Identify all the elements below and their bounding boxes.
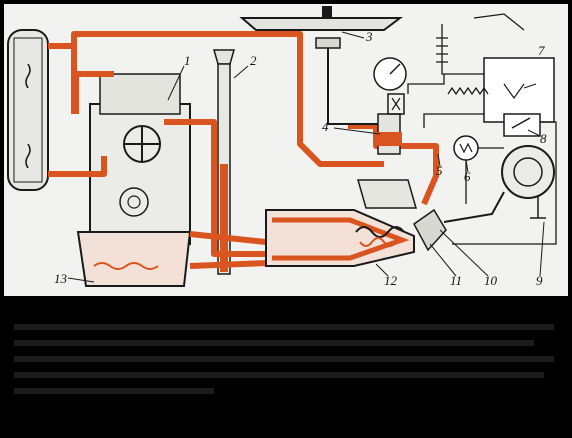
callout-3: 3 — [366, 29, 373, 44]
callout-10: 10 — [484, 273, 497, 288]
callout-4: 4 — [322, 119, 329, 134]
callout-12: 12 — [384, 273, 397, 288]
coolant-lines — [48, 31, 439, 269]
callout-7: 7 — [538, 43, 545, 58]
callout-13: 13 — [54, 271, 67, 286]
callout-11: 11 — [450, 273, 463, 288]
oil-sump — [76, 231, 192, 287]
blower-fan — [443, 145, 555, 223]
caption-line — [14, 340, 534, 346]
callout-9: 9 — [536, 273, 543, 288]
callout-2: 2 — [250, 53, 257, 68]
heater-schematic: 1 2 3 4 5 6 7 8 9 10 11 12 13 — [4, 4, 568, 296]
control-relay — [483, 57, 555, 137]
caption-line — [14, 356, 554, 362]
leader-lines — [67, 31, 545, 283]
callout-1: 1 — [184, 53, 191, 68]
engine-block — [89, 73, 191, 245]
caption-line — [14, 324, 554, 330]
callout-6: 6 — [464, 169, 471, 184]
radiator — [7, 29, 49, 191]
wiring — [407, 13, 557, 245]
fuel-valve — [376, 93, 405, 155]
fuel-line — [327, 48, 378, 125]
resistor — [453, 135, 479, 161]
caption-line — [14, 372, 544, 378]
filter-tube — [213, 49, 235, 275]
gauge — [373, 57, 407, 91]
callout-5: 5 — [436, 163, 443, 178]
caption-area — [4, 316, 568, 428]
callout-8: 8 — [540, 131, 547, 146]
fuel-tank — [239, 6, 403, 49]
caption-line — [14, 388, 214, 394]
heater-unit — [265, 179, 447, 267]
